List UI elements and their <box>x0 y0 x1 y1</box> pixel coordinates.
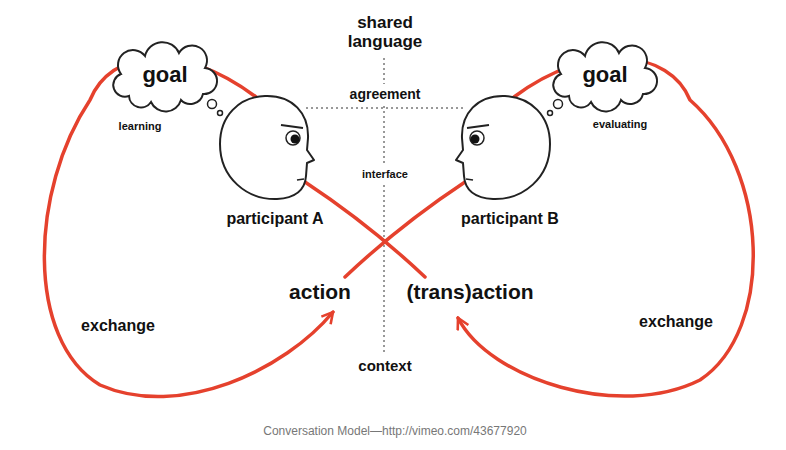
thought-bubble <box>554 100 563 109</box>
caption: Conversation Model—http://vimeo.com/4367… <box>263 424 526 438</box>
participant-label: participant B <box>461 210 559 228</box>
participant-head: participant B <box>450 92 570 227</box>
head-outline <box>215 92 325 204</box>
mouth <box>466 179 473 180</box>
head-shape <box>220 96 314 199</box>
axis-line <box>384 106 385 164</box>
axis-line <box>384 58 385 84</box>
mouth <box>297 179 304 180</box>
goal-text: goal <box>142 63 187 87</box>
thought-bubble <box>548 111 553 116</box>
axis-label: interface <box>362 168 408 180</box>
participant-head: participant A <box>215 92 335 227</box>
axis-label: context <box>358 358 411 375</box>
eye <box>470 131 484 145</box>
cloud-shape <box>553 42 657 111</box>
goal-cloud: goal <box>549 44 661 106</box>
goal-note: evaluating <box>593 118 647 130</box>
loop-label: exchange <box>639 313 713 331</box>
thought-bubble <box>218 111 223 116</box>
head-shape <box>456 96 550 199</box>
cross-line <box>345 182 465 277</box>
goal-cloud: goal <box>109 44 221 106</box>
action-label: action <box>289 280 351 303</box>
agreement-line <box>306 108 465 109</box>
eyebrow <box>467 125 489 128</box>
pupil <box>291 135 300 144</box>
goal-text: goal <box>582 63 627 87</box>
eye <box>286 131 300 145</box>
axis-label: agreement <box>350 87 421 102</box>
pupil <box>471 135 480 144</box>
loop-label: exchange <box>81 317 155 335</box>
axis-label: shared language <box>338 14 433 51</box>
goal-note: learning <box>119 120 162 132</box>
exchange-loop <box>44 58 333 396</box>
cloud-shape <box>113 42 217 111</box>
cross-line <box>305 182 425 277</box>
participant-label: participant A <box>226 210 323 228</box>
thought-bubble <box>208 100 217 109</box>
action-label: (trans)action <box>406 280 533 303</box>
eyebrow <box>281 125 303 128</box>
axis-line <box>384 185 385 354</box>
head-outline <box>450 92 560 204</box>
